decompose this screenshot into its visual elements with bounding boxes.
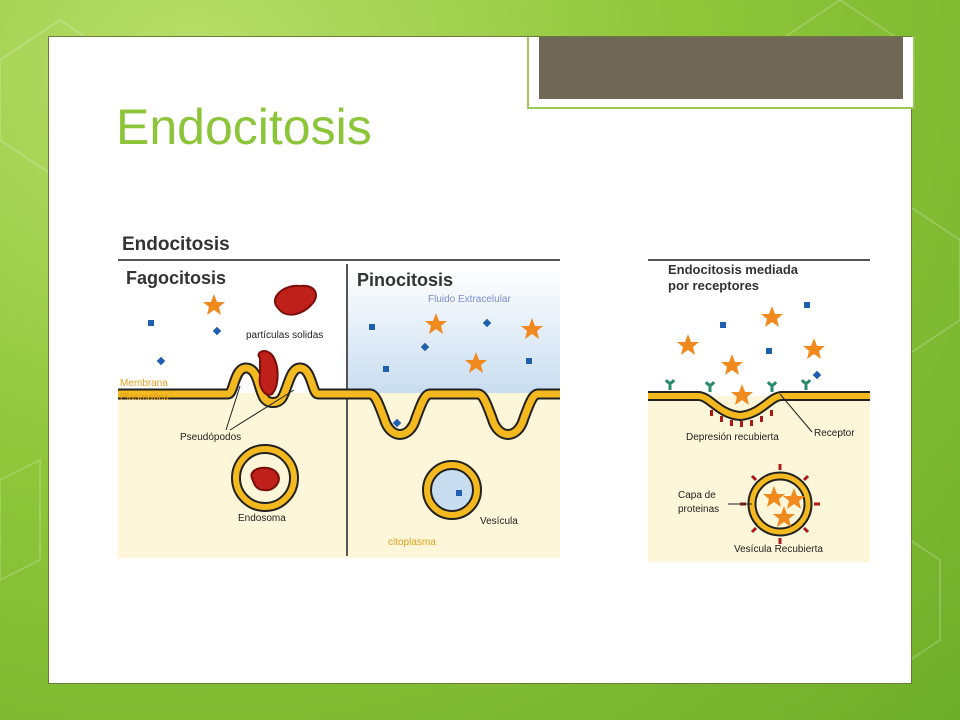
diagram2-heading-2: por receptores xyxy=(668,278,759,293)
pinocitosis-heading: Pinocitosis xyxy=(357,270,453,290)
solid-particle xyxy=(273,284,317,316)
label-membrane-1: Membrana xyxy=(120,378,168,389)
slide-title: Endocitosis xyxy=(116,99,372,155)
molecule-star xyxy=(783,488,805,509)
molecule-blue xyxy=(482,318,492,328)
molecule-blue xyxy=(720,322,726,328)
label-vesicle: Vesícula xyxy=(480,516,518,527)
plasma-membrane-fill xyxy=(118,364,560,438)
label-protein-coat-1: Capa de xyxy=(678,490,716,501)
receptors xyxy=(664,379,812,392)
fagocitosis-heading: Fagocitosis xyxy=(126,268,226,288)
coated-pit-proteins xyxy=(710,410,773,427)
endosome-particle xyxy=(250,466,280,492)
molecule-blue xyxy=(369,324,375,330)
molecule-blue xyxy=(212,326,222,336)
label-coated-vesicle: Vesícula Recubierta xyxy=(734,544,823,555)
pointer-receptor xyxy=(779,393,813,433)
molecule-star xyxy=(763,486,785,507)
molecule-star xyxy=(731,384,753,405)
molecule-blue xyxy=(420,342,430,352)
label-coated-pit: Depresión recubierta xyxy=(686,432,779,443)
molecule-star xyxy=(721,354,743,375)
vesicle-molecule xyxy=(456,490,462,496)
molecule-star xyxy=(803,338,825,359)
label-membrane-2: Plasmatica xyxy=(120,392,169,403)
diagram2-cytoplasm xyxy=(648,396,870,562)
slide-tab-inner xyxy=(539,37,903,99)
molecule-blue xyxy=(812,370,822,380)
engulfed-particle xyxy=(257,350,279,396)
pointer-pseudopod-left xyxy=(225,385,241,431)
label-endosome: Endosoma xyxy=(238,513,286,524)
label-protein-coat-2: proteinas xyxy=(678,504,719,515)
molecule-star xyxy=(425,313,447,334)
label-pseudopods: Pseudópodos xyxy=(180,432,241,443)
molecule-star xyxy=(521,318,543,339)
endocytosis-diagram: Endocitosis Fagocitosis Pinocitosis part… xyxy=(118,228,560,558)
molecule-blue xyxy=(156,356,166,366)
molecule-blue xyxy=(766,348,772,354)
slide-tab-decoration xyxy=(527,37,915,109)
diagram-heading: Endocitosis xyxy=(122,234,230,255)
molecule-star xyxy=(203,294,225,315)
extracellular-fluid-region xyxy=(348,268,560,393)
molecule-star xyxy=(465,352,487,373)
molecule-blue xyxy=(148,320,154,326)
label-particles: partículas solidas xyxy=(246,330,323,341)
diagram2-heading-1: Endocitosis mediada xyxy=(668,262,799,277)
molecule-star xyxy=(773,506,795,527)
label-fluid: Fluido Extracelular xyxy=(428,294,511,305)
molecule-blue xyxy=(526,358,532,364)
molecule-blue xyxy=(383,366,389,372)
label-cytoplasm: citoplasma xyxy=(388,537,436,548)
molecule-blue xyxy=(392,418,402,428)
receptor-endocytosis-diagram: Endocitosis mediada por receptores Recep… xyxy=(648,254,870,562)
label-receptor: Receptor xyxy=(814,428,855,439)
pointer-pseudopod-right xyxy=(229,389,295,431)
molecule-star xyxy=(761,306,783,327)
cytoplasm-region xyxy=(118,393,560,558)
molecule-blue xyxy=(804,302,810,308)
molecule-star xyxy=(677,334,699,355)
